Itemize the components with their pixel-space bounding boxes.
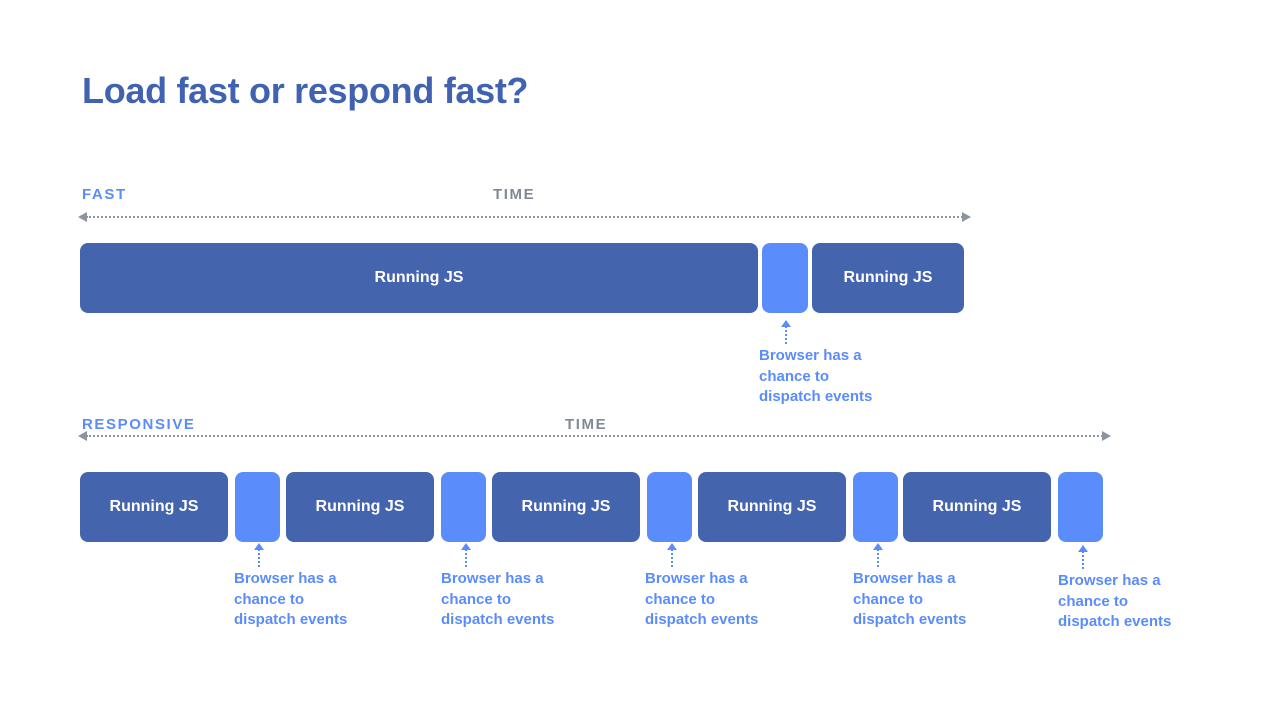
timeline-track-fast: Running JS Running JS bbox=[0, 243, 1276, 313]
block-running-js[interactable]: Running JS bbox=[698, 472, 846, 542]
callout-arrow-up-icon bbox=[254, 543, 264, 550]
callout-dotted-line bbox=[465, 549, 467, 567]
block-running-js[interactable]: Running JS bbox=[80, 243, 758, 313]
callout-arrow-up-icon bbox=[873, 543, 883, 550]
timeline-track-responsive: Running JS Running JS Running JS Running… bbox=[0, 472, 1276, 542]
callout-arrow-up-icon bbox=[781, 320, 791, 327]
block-browser-gap[interactable] bbox=[762, 243, 808, 313]
block-running-js[interactable]: Running JS bbox=[492, 472, 640, 542]
block-label: Running JS bbox=[374, 269, 464, 286]
annotation-text: Browser has a chance to dispatch events bbox=[441, 570, 555, 628]
section-label-time-responsive: TIME bbox=[565, 416, 608, 433]
callout-arrow-up-icon bbox=[461, 543, 471, 550]
annotation-text: Browser has a chance to dispatch events bbox=[234, 570, 348, 628]
arrow-right-icon bbox=[1102, 431, 1111, 441]
annotation-text: Browser has a chance to dispatch events bbox=[759, 347, 873, 405]
block-browser-gap[interactable] bbox=[441, 472, 486, 542]
block-browser-gap[interactable] bbox=[647, 472, 692, 542]
page-title: Load fast or respond fast? bbox=[82, 70, 529, 111]
annotation-text: Browser has a chance to dispatch events bbox=[853, 570, 967, 628]
time-axis-responsive bbox=[78, 431, 1111, 441]
callout-arrow-up-icon bbox=[1078, 545, 1088, 552]
block-running-js[interactable]: Running JS bbox=[80, 472, 228, 542]
callout-dotted-line bbox=[258, 549, 260, 567]
block-running-js[interactable]: Running JS bbox=[286, 472, 434, 542]
callout-dotted-line bbox=[877, 549, 879, 567]
block-label: Running JS bbox=[109, 498, 199, 515]
annotation-text: Browser has a chance to dispatch events bbox=[645, 570, 759, 628]
section-label-time-fast: TIME bbox=[493, 186, 536, 203]
block-browser-gap[interactable] bbox=[235, 472, 280, 542]
callout-arrow-up-icon bbox=[667, 543, 677, 550]
arrow-right-icon bbox=[962, 212, 971, 222]
arrow-left-icon bbox=[78, 431, 87, 441]
arrow-left-icon bbox=[78, 212, 87, 222]
block-browser-gap[interactable] bbox=[1058, 472, 1103, 542]
axis-dotted-line bbox=[86, 435, 1103, 437]
callout-dotted-line bbox=[785, 326, 787, 344]
block-label: Running JS bbox=[932, 498, 1022, 515]
block-running-js[interactable]: Running JS bbox=[812, 243, 964, 313]
block-running-js[interactable]: Running JS bbox=[903, 472, 1051, 542]
time-axis-fast bbox=[78, 212, 971, 222]
section-label-mode-responsive: RESPONSIVE bbox=[82, 416, 196, 433]
block-browser-gap[interactable] bbox=[853, 472, 898, 542]
block-label: Running JS bbox=[727, 498, 817, 515]
block-label: Running JS bbox=[521, 498, 611, 515]
axis-dotted-line bbox=[86, 216, 963, 218]
callout-dotted-line bbox=[671, 549, 673, 567]
section-label-mode-fast: FAST bbox=[82, 186, 127, 203]
annotation-text: Browser has a chance to dispatch events bbox=[1058, 572, 1172, 630]
block-label: Running JS bbox=[843, 269, 933, 286]
block-label: Running JS bbox=[315, 498, 405, 515]
callout-dotted-line bbox=[1082, 551, 1084, 569]
